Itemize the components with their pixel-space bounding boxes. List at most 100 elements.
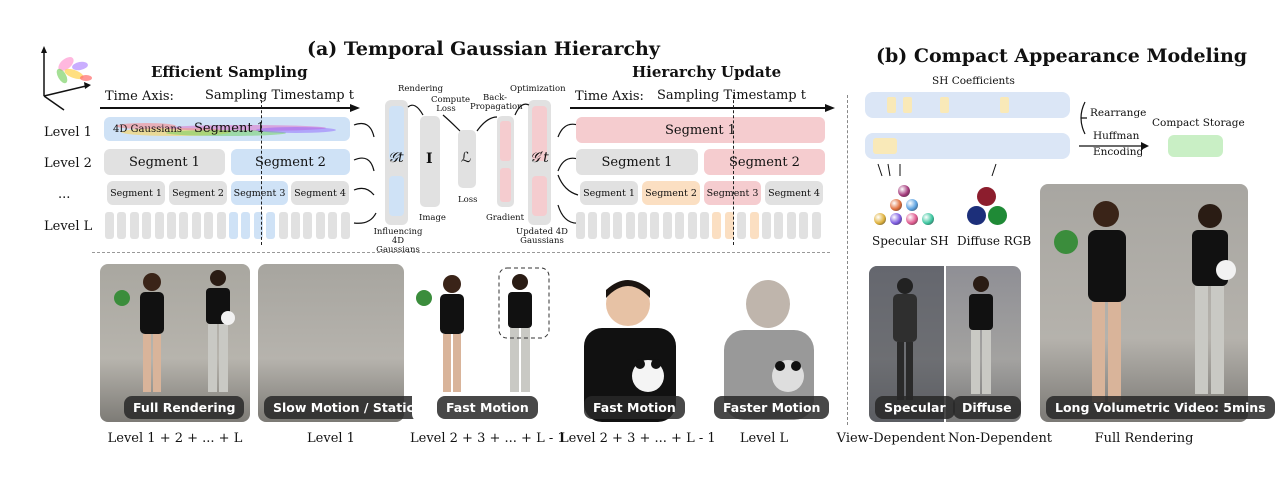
- sh-ball: [906, 213, 918, 225]
- level-2-label: Level 2: [44, 156, 92, 171]
- level-l-label: Level L: [44, 219, 92, 234]
- level-l-cell: [762, 212, 771, 239]
- level-l-cell: [328, 212, 337, 239]
- level-l-cell: [663, 212, 672, 239]
- long-video-figures: [1040, 184, 1248, 422]
- level-l-cell: [241, 212, 250, 239]
- level-l-cell: [179, 212, 188, 239]
- level-l-cell: [688, 212, 697, 239]
- right-timestamp-line: [733, 95, 734, 245]
- loss-label: Loss: [458, 195, 478, 205]
- level-l-cell: [316, 212, 325, 239]
- sh-ball: [898, 185, 910, 197]
- image-label: Image: [419, 213, 446, 223]
- left-level3-segment4: Segment 4: [291, 181, 349, 205]
- photo-long-video: [1040, 184, 1248, 422]
- 4d-gaussian-axes-icon: [36, 44, 106, 114]
- sh-cell-grouped: [873, 138, 897, 154]
- specular-sh-label: Specular SH: [872, 234, 949, 248]
- time-axis-label-right: Time Axis:: [575, 89, 644, 104]
- level-l-cell: [613, 212, 622, 239]
- level-l-cell: [626, 212, 635, 239]
- caption-1: Level 1 + 2 + ... + L: [100, 431, 250, 446]
- level-l-cell: [266, 212, 275, 239]
- left-level1-segment1: Segment 1: [194, 121, 265, 136]
- sampling-timestamp-right: Sampling Timestamp t: [657, 88, 806, 103]
- level-l-cell: [712, 212, 721, 239]
- level-l-cell: [105, 212, 114, 239]
- level-l-cell: [117, 212, 126, 239]
- hierarchy-update-title: Hierarchy Update: [632, 63, 781, 81]
- left-curved-arrows: [352, 115, 382, 245]
- encoding-label: Encoding: [1093, 146, 1143, 158]
- level-l-cell: [155, 212, 164, 239]
- section-b-title: (b) Compact Appearance Modeling: [876, 45, 1247, 67]
- rendering-label: Rendering: [398, 84, 443, 94]
- sampling-timestamp-left: Sampling Timestamp t: [205, 88, 354, 103]
- level-l-cell: [192, 212, 201, 239]
- g-t-prime-symbol: 𝒢′t: [530, 150, 549, 166]
- sh-cell-3: [940, 97, 949, 113]
- sh-ball: [890, 213, 902, 225]
- g-t-prime-inner-bottom: [532, 176, 547, 216]
- diffuse-ball-1: [977, 187, 996, 206]
- level-l-cell: [229, 212, 238, 239]
- time-axis-arrow-left: [100, 103, 360, 113]
- sh-ball: [874, 213, 886, 225]
- left-level2-segment1: Segment 1: [104, 149, 225, 175]
- level-1-label: Level 1: [44, 125, 92, 140]
- optimization-label: Optimization: [510, 84, 566, 94]
- gradient-inner-bottom: [500, 168, 511, 202]
- right-level1-segment1: Segment 1: [576, 117, 825, 143]
- caption-8: Full Rendering: [1040, 431, 1248, 446]
- gradient-label: Gradient: [486, 213, 524, 223]
- level-l-cell: [167, 212, 176, 239]
- section-separator: [847, 95, 848, 425]
- diffuse-rgb-label: Diffuse RGB: [957, 234, 1031, 248]
- huffman-label: Huffman: [1093, 130, 1139, 142]
- 4d-gaussians-label: 4D Gaussians: [113, 124, 182, 135]
- sh-cell-1: [887, 97, 896, 113]
- compact-storage-label: Compact Storage: [1152, 117, 1245, 129]
- level-l-cell: [675, 212, 684, 239]
- sh-ball: [906, 199, 918, 211]
- level-l-cell: [799, 212, 808, 239]
- level-l-cell: [638, 212, 647, 239]
- level-l-cell: [588, 212, 597, 239]
- badge-fast-motion-2: Fast Motion: [584, 396, 685, 419]
- level-l-cell: [142, 212, 151, 239]
- left-timestamp-line: [261, 95, 262, 245]
- badge-slow-motion: Slow Motion / Static: [264, 396, 423, 419]
- caption-6: View-Dependent: [836, 431, 946, 446]
- loss-symbol: ℒ: [461, 150, 471, 166]
- g-t-inner-bottom: [389, 176, 404, 216]
- level-l-cell: [279, 212, 288, 239]
- right-level2-segment2: Segment 2: [704, 149, 825, 175]
- efficient-sampling-title: Efficient Sampling: [151, 63, 308, 81]
- caption-4: Level 2 + 3 + ... + L - 1: [560, 431, 700, 446]
- right-level3-segment1: Segment 1: [580, 181, 638, 205]
- badge-faster-motion: Faster Motion: [714, 396, 829, 419]
- level-l-cell: [750, 212, 759, 239]
- sh-cell-4: [1000, 97, 1009, 113]
- left-level3-segment2: Segment 2: [169, 181, 227, 205]
- level-l-cell: [303, 212, 312, 239]
- pipeline-arrows: [405, 95, 535, 135]
- rearrange-label: Rearrange: [1090, 107, 1146, 119]
- level-l-cell: [291, 212, 300, 239]
- level-l-cell: [576, 212, 585, 239]
- level-l-cell: [601, 212, 610, 239]
- section-a-title: (a) Temporal Gaussian Hierarchy: [307, 38, 660, 60]
- level-l-cell: [650, 212, 659, 239]
- sh-cell-2: [903, 97, 912, 113]
- sh-coefficients-label: SH Coefficients: [932, 75, 1015, 87]
- sh-ball: [890, 199, 902, 211]
- image-symbol: I: [426, 151, 433, 167]
- g-t-symbol: 𝒢t: [388, 150, 404, 166]
- level-l-cell: [130, 212, 139, 239]
- level-l-cell: [204, 212, 213, 239]
- caption-2: Level 1: [258, 431, 404, 446]
- right-level3-segment4: Segment 4: [765, 181, 823, 205]
- compact-storage-block: [1168, 135, 1223, 157]
- caption-3: Level 2 + 3 + ... + L - 1: [410, 431, 560, 446]
